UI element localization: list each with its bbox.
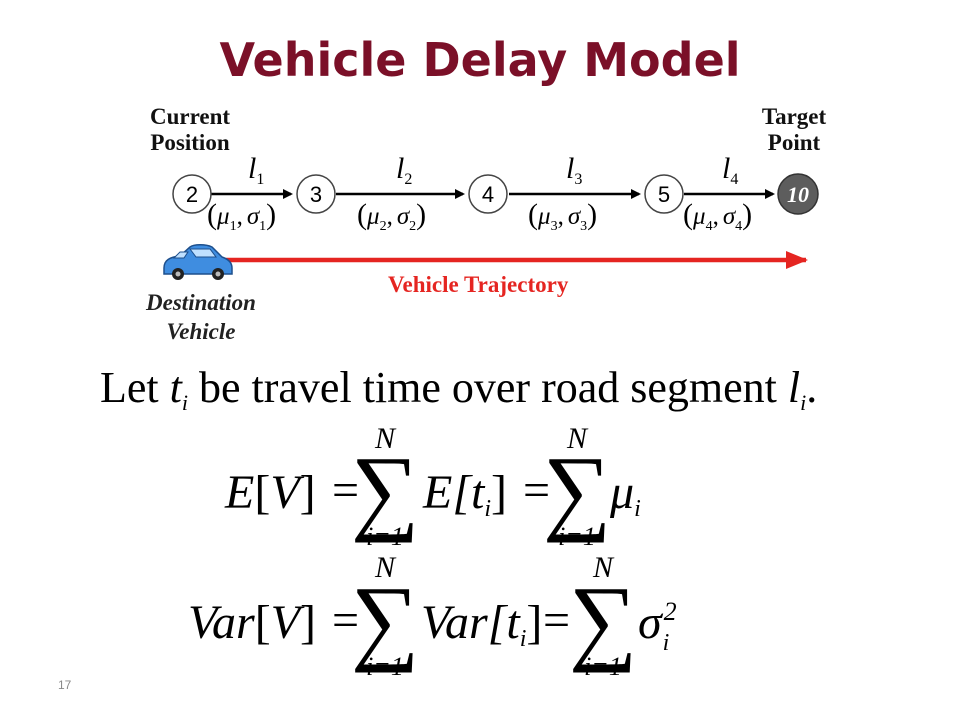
- statement-l-sub: i: [800, 390, 807, 415]
- statement-end: .: [806, 363, 818, 412]
- node-4: 4: [468, 174, 508, 214]
- expectation-term-1: E[ti]: [422, 466, 507, 522]
- current-position-label: Current Position: [132, 104, 248, 156]
- node-5-label: 5: [658, 182, 670, 207]
- slide-number: 17: [58, 678, 72, 692]
- variance-sum-symbol-2: ∑: [569, 566, 637, 673]
- expectation-sum-upper-1: N: [374, 422, 397, 455]
- node-3-label: 3: [310, 182, 322, 207]
- destination-vehicle-label: Destination Vehicle: [116, 288, 286, 346]
- segment-1-label: l1: [248, 152, 264, 188]
- expectation-sum-lower-2: i=1: [558, 522, 596, 551]
- segment-2-params: (μ2,σ2): [357, 198, 426, 234]
- expectation-sum-symbol-1: ∑: [351, 436, 419, 543]
- target-point-label: Target Point: [744, 104, 844, 156]
- expectation-sum-lower-1: i=1: [366, 522, 404, 551]
- variance-sum-upper-2: N: [592, 551, 615, 584]
- variance-sum-symbol-1: ∑: [351, 566, 419, 673]
- statement-t-sub: i: [181, 390, 188, 415]
- target-point-line-1: Target: [761, 104, 827, 129]
- expectation-eq-1: =: [332, 464, 359, 517]
- destination-vehicle-line-1: Destination: [146, 290, 256, 315]
- segment-1-params: (μ1,σ1): [207, 198, 276, 234]
- current-position-line-2: Position: [150, 130, 230, 155]
- travel-time-statement: Let ti be travel time over road segment …: [100, 362, 817, 416]
- segment-4-params: (μ4,σ4): [683, 198, 752, 234]
- segment-3-params: (μ3,σ3): [528, 198, 597, 234]
- variance-eq-2: =: [543, 594, 570, 647]
- segment-4-label: l4: [722, 152, 738, 188]
- expectation-sum-upper-2: N: [566, 422, 589, 455]
- vehicle-trajectory-label: Vehicle Trajectory: [388, 272, 569, 297]
- current-position-line-1: Current: [149, 104, 231, 129]
- variance-sum-lower-2: i=1: [584, 652, 622, 681]
- expectation-equation: E[V] = N ∑ i=1 E[ti] = N ∑ i=1 μi: [224, 422, 641, 551]
- node-10-label: 10: [787, 182, 809, 207]
- segment-3-label: l3: [566, 152, 582, 188]
- expectation-eq-2: =: [523, 464, 550, 517]
- slide-title: Vehicle Delay Model: [219, 33, 741, 87]
- expectation-lhs: E[V]: [224, 466, 316, 519]
- variance-sum-upper-1: N: [374, 551, 397, 584]
- node-10-target: 10: [777, 173, 819, 215]
- node-4-label: 4: [482, 182, 494, 207]
- node-3: 3: [296, 174, 336, 214]
- node-5: 5: [644, 174, 684, 214]
- segment-2-label: l2: [396, 152, 412, 188]
- target-point-line-2: Point: [767, 130, 821, 155]
- statement-let: Let: [100, 363, 159, 412]
- statement-l: l: [787, 363, 801, 412]
- variance-sum-lower-1: i=1: [366, 652, 404, 681]
- variance-term-1: Var[ti]: [421, 596, 542, 652]
- statement-t: t: [169, 363, 182, 412]
- car-icon: [163, 244, 233, 280]
- variance-lhs: Var[V]: [188, 596, 316, 649]
- destination-vehicle-line-2: Vehicle: [166, 319, 236, 344]
- variance-eq-1: =: [332, 594, 359, 647]
- node-2-label: 2: [186, 182, 198, 207]
- expectation-term-2: μi: [609, 466, 641, 522]
- node-2: 2: [172, 174, 212, 214]
- statement-middle: be travel time over road segment: [199, 363, 777, 412]
- expectation-sum-symbol-2: ∑: [543, 436, 611, 543]
